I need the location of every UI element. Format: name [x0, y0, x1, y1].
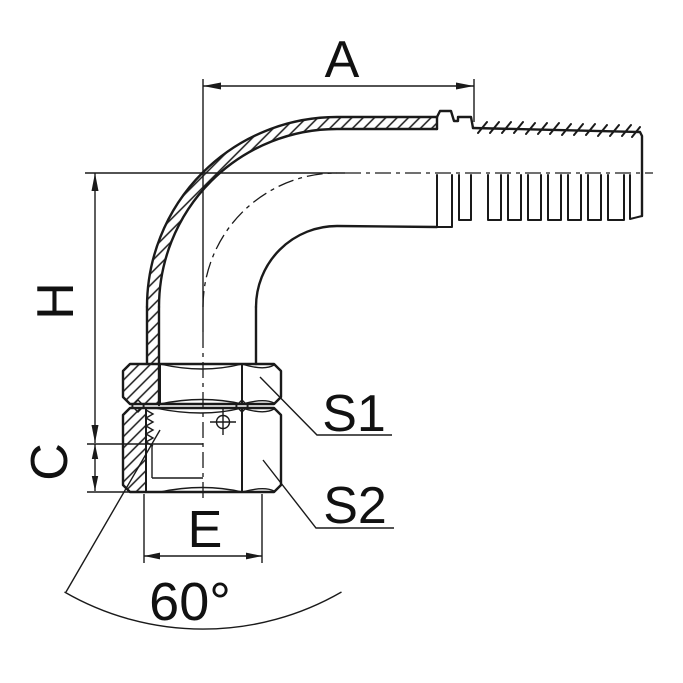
center-mark: [210, 409, 236, 435]
s1-label: S1: [322, 385, 386, 443]
dim-c-label: C: [21, 443, 79, 481]
cone-angle-arc: [64, 591, 342, 630]
dim-h-arrow-top: [91, 173, 99, 191]
dimension-c: C: [21, 443, 99, 491]
elbow-outer-contour: [145, 115, 439, 309]
nut-hex-chamfer-arcs: [154, 407, 275, 493]
dim-a-arrow-right: [456, 82, 474, 90]
elbow-wall-hatch: [147, 117, 337, 307]
s2-leader-line: [262, 459, 394, 529]
cone-edge-line: [65, 429, 161, 593]
port-wall-hatch: [147, 307, 159, 364]
hose-tail: [435, 109, 644, 228]
elbow-inside-surface: [254, 224, 439, 309]
dim-h-arrow-bottom: [91, 425, 99, 443]
dimension-e: E: [143, 494, 263, 563]
dim-a-label: A: [325, 31, 360, 89]
internal-thread-zigzag: [144, 409, 155, 447]
elbow-body: [145, 115, 439, 407]
label-s1-group: S1: [259, 376, 392, 443]
body-hex-section-hatch: [122, 363, 161, 405]
collar-tooth: [436, 174, 453, 228]
label-s2-group: S2: [262, 459, 394, 535]
dimension-h: H: [27, 173, 99, 443]
elbow-inner-wall-contour: [157, 127, 439, 309]
dim-c-arrow-top: [91, 444, 99, 459]
dimension-a: A: [203, 31, 475, 122]
body-hex-chamfer-arcs: [159, 363, 275, 405]
cone-angle-label: 60°: [149, 572, 231, 632]
barb-teeth: [436, 174, 643, 228]
cone-angle-group: 60°: [64, 429, 342, 632]
body-hex-outline: [121, 362, 283, 406]
tail-serrated-top-edge: [471, 126, 644, 218]
s2-label: S2: [323, 477, 387, 535]
bend-centerline-arc: [202, 172, 338, 308]
dim-e-arrow-left: [144, 552, 160, 560]
nut-section-hatch: [122, 407, 147, 493]
dim-h-label: H: [27, 282, 85, 320]
swivel-nut: [87, 362, 283, 494]
tail-wall-hatch: [337, 117, 437, 129]
hose-stop-collar-top: [435, 109, 475, 130]
serration-ticks: [477, 121, 641, 138]
seam-relief-left: [131, 399, 145, 413]
seam-relief-right: [235, 399, 249, 413]
dim-c-arrow-bottom: [91, 476, 99, 491]
s1-leader-line: [259, 376, 392, 436]
dim-e-arrow-right: [246, 552, 262, 560]
dim-a-arrow-left: [203, 82, 221, 90]
nut-hex-outline: [121, 406, 283, 494]
dim-e-label: E: [188, 501, 223, 559]
